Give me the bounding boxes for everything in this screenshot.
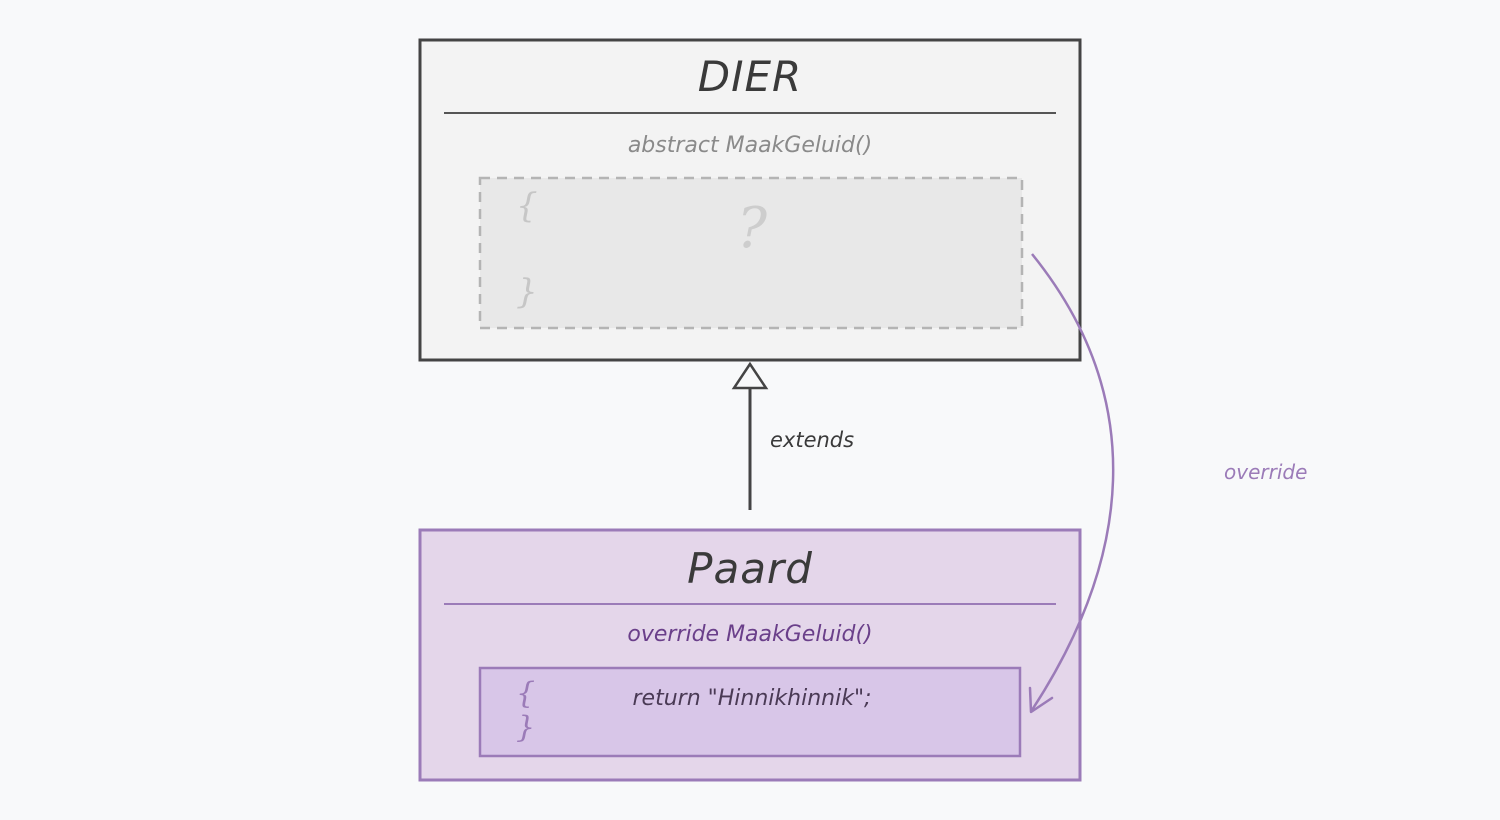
child-body-code: return "Hinnikhinnik"; (632, 686, 872, 711)
override-label: override (1224, 460, 1308, 484)
child-class-title: Paard (687, 544, 813, 593)
parent-method-body-box (478, 176, 1024, 330)
extends-arrow-head (731, 361, 769, 390)
parent-method-signature: abstract MaakGeluid() (627, 133, 873, 158)
override-arrow-head (1028, 686, 1054, 714)
parent-class-title: DIER (697, 52, 803, 101)
child-body-open-brace: { (516, 676, 536, 711)
parent-body-placeholder: ? (736, 196, 768, 261)
override-arrow-curve (1030, 253, 1115, 711)
child-method-signature: override MaakGeluid() (627, 622, 873, 647)
child-method-body-box (478, 666, 1022, 758)
parent-body-open-brace: { (516, 186, 538, 226)
parent-body-close-brace: } (516, 272, 538, 312)
extends-label: extends (770, 428, 855, 452)
child-body-close-brace: } (516, 710, 536, 745)
